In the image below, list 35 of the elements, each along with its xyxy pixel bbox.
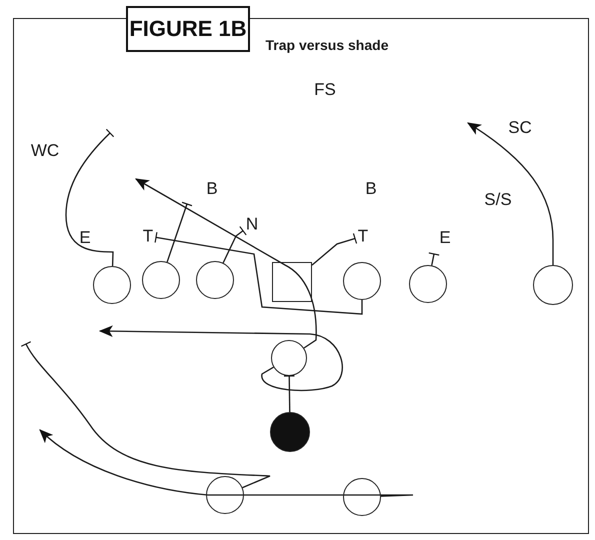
player-circle bbox=[533, 265, 573, 305]
block-line bbox=[222, 226, 247, 264]
block-line bbox=[312, 232, 358, 266]
figure-title: FIGURE 1B bbox=[126, 6, 250, 52]
player-circle bbox=[409, 265, 447, 303]
figure-subtitle: Trap versus shade bbox=[266, 37, 388, 53]
quarterback-marker bbox=[270, 412, 310, 452]
defender-label: N bbox=[244, 214, 260, 234]
player-circle bbox=[93, 266, 131, 304]
block-line bbox=[428, 252, 440, 266]
player-circle bbox=[343, 478, 381, 516]
block-line bbox=[20, 340, 271, 488]
route-arrow bbox=[467, 122, 554, 265]
block-line bbox=[166, 202, 193, 262]
player-circle bbox=[142, 261, 180, 299]
block-line bbox=[283, 375, 296, 412]
defender-label: T bbox=[356, 226, 370, 246]
position-label: WC bbox=[30, 141, 60, 161]
center-square bbox=[272, 262, 312, 302]
position-label: E bbox=[79, 228, 91, 248]
player-circle bbox=[196, 261, 234, 299]
player-circle bbox=[271, 340, 307, 376]
defender-label: T bbox=[140, 226, 156, 246]
position-label: S/S bbox=[484, 190, 512, 210]
route-arrow bbox=[39, 429, 414, 497]
route-arrow bbox=[135, 178, 317, 349]
position-label: FS bbox=[314, 80, 336, 100]
block-line bbox=[154, 232, 363, 315]
player-circle bbox=[206, 476, 244, 514]
player-circle bbox=[343, 262, 381, 300]
position-label: B bbox=[206, 179, 218, 199]
position-label: E bbox=[439, 228, 451, 248]
position-label: B bbox=[365, 179, 377, 199]
position-label: SC bbox=[508, 118, 532, 138]
route-arrow bbox=[98, 325, 343, 392]
